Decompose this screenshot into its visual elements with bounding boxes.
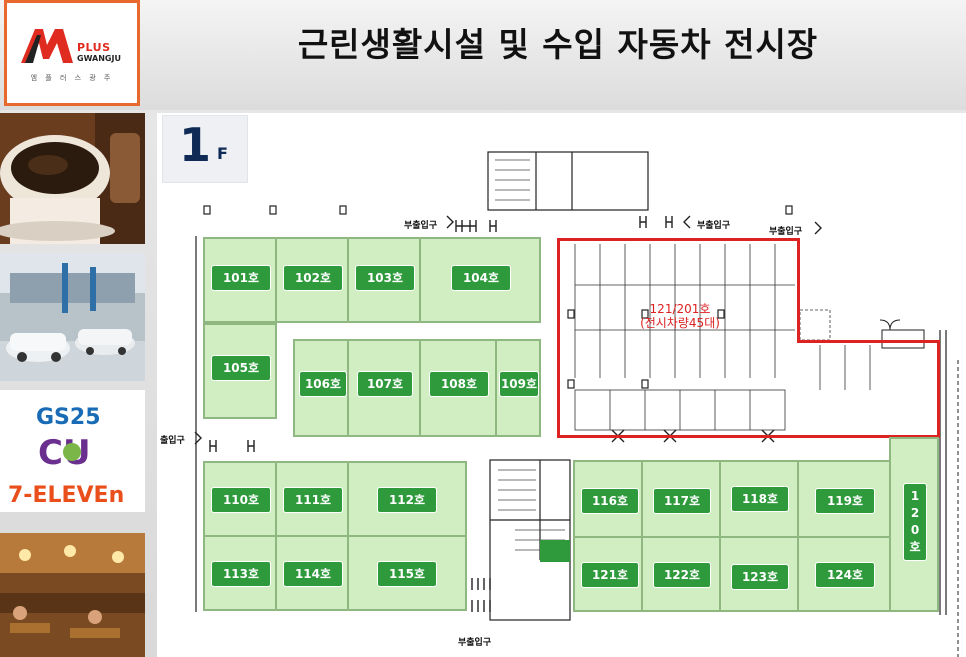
unit-124-label: 124호 <box>815 562 875 588</box>
showroom-connector <box>797 238 800 343</box>
unit-122[interactable]: 122호 <box>641 536 721 612</box>
cu-logo-dot-icon <box>63 443 81 461</box>
unit-119[interactable]: 119호 <box>797 460 891 538</box>
unit-111[interactable]: 111호 <box>275 461 349 537</box>
unit-119-label: 119호 <box>815 488 875 514</box>
unit-111-label: 111호 <box>283 487 343 513</box>
showroom-capacity-note: (전시차량45대) <box>640 316 720 330</box>
page-title: 근린생활시설 및 수입 자동차 전시장 <box>297 25 819 64</box>
unit-102-label: 102호 <box>283 265 343 291</box>
car-showroom-photo <box>0 253 145 381</box>
unit-101[interactable]: 101호 <box>203 237 277 323</box>
unit-123[interactable]: 123호 <box>719 536 799 612</box>
unit-105-label: 105호 <box>211 355 271 381</box>
unit-104-label: 104호 <box>451 265 511 291</box>
unit-108[interactable]: 108호 <box>419 339 497 437</box>
logo-mark-icon <box>21 29 73 63</box>
logo-text-korean: 엠 플 러 스 광 주 <box>30 74 114 82</box>
unit-113[interactable]: 113호 <box>203 535 277 611</box>
convenience-store-logos: GS25 CU 7-ELEVEn <box>0 390 145 512</box>
unit-117-label: 117호 <box>653 488 711 514</box>
side-entrance-label-2: 부출입구 <box>697 221 731 231</box>
unit-110-label: 110호 <box>211 487 271 513</box>
showroom-unit-label: 121/201호 (전시차량45대) <box>615 302 745 330</box>
floor-suffix: F <box>217 144 228 163</box>
unit-106[interactable]: 106호 <box>293 339 349 437</box>
unit-121[interactable]: 121호 <box>573 536 643 612</box>
unit-113-label: 113호 <box>211 561 271 587</box>
unit-108-label: 108호 <box>429 371 489 397</box>
gs25-logo-text: GS25 <box>36 405 101 430</box>
showroom-121-201[interactable] <box>557 238 800 438</box>
main-entrance-label: 출입구 <box>160 436 185 446</box>
unit-102[interactable]: 102호 <box>275 237 349 323</box>
unit-121-label: 121호 <box>581 562 639 588</box>
unit-124[interactable]: 124호 <box>797 536 891 612</box>
unit-116[interactable]: 116호 <box>573 460 643 538</box>
unit-115[interactable]: 115호 <box>347 535 467 611</box>
unit-112-label: 112호 <box>377 487 437 513</box>
unit-109-label: 109호 <box>499 371 539 397</box>
floor-number: 1 <box>179 118 212 172</box>
brand-logo[interactable]: PLUS GWANGJU 엠 플 러 스 광 주 <box>4 0 140 106</box>
unit-118[interactable]: 118호 <box>719 460 799 538</box>
unit-116-label: 116호 <box>581 488 639 514</box>
showroom-unit-number: 121/201호 <box>649 302 711 316</box>
unit-103-label: 103호 <box>355 265 415 291</box>
restaurant-photo <box>0 533 145 657</box>
unit-112[interactable]: 112호 <box>347 461 467 537</box>
unit-104[interactable]: 104호 <box>419 237 541 323</box>
coffee-cup-photo <box>0 113 145 244</box>
side-entrance-label-3: 부출입구 <box>769 227 803 237</box>
side-entrance-label-1: 부출입구 <box>404 221 438 231</box>
unit-110[interactable]: 110호 <box>203 461 277 537</box>
unit-105[interactable]: 105호 <box>203 323 277 419</box>
unit-103[interactable]: 103호 <box>347 237 421 323</box>
unit-117[interactable]: 117호 <box>641 460 721 538</box>
unit-107[interactable]: 107호 <box>347 339 421 437</box>
unit-106-label: 106호 <box>299 371 347 397</box>
showroom-annex <box>797 340 940 438</box>
side-entrance-label-bottom: 부출입구 <box>458 638 492 648</box>
unit-122-label: 122호 <box>653 562 711 588</box>
unit-107-label: 107호 <box>357 371 413 397</box>
unit-115-label: 115호 <box>377 561 437 587</box>
unit-114-label: 114호 <box>283 561 343 587</box>
unit-123-label: 123호 <box>731 564 789 590</box>
seven-eleven-logo-text: 7-ELEVEn <box>8 483 124 508</box>
floor-badge: 1 F <box>162 115 248 183</box>
elevator-icon <box>540 540 570 562</box>
unit-120[interactable]: 1 2 0 호 <box>889 437 939 612</box>
unit-120-label: 1 2 0 호 <box>903 483 927 561</box>
unit-118-label: 118호 <box>731 486 789 512</box>
logo-text-plus: PLUS <box>77 41 111 54</box>
unit-114[interactable]: 114호 <box>275 535 349 611</box>
unit-109[interactable]: 109호 <box>495 339 541 437</box>
header: PLUS GWANGJU 엠 플 러 스 광 주 근린생활시설 및 수입 자동차… <box>0 0 966 110</box>
logo-text-gwangju: GWANGJU <box>77 54 121 63</box>
unit-101-label: 101호 <box>211 265 271 291</box>
